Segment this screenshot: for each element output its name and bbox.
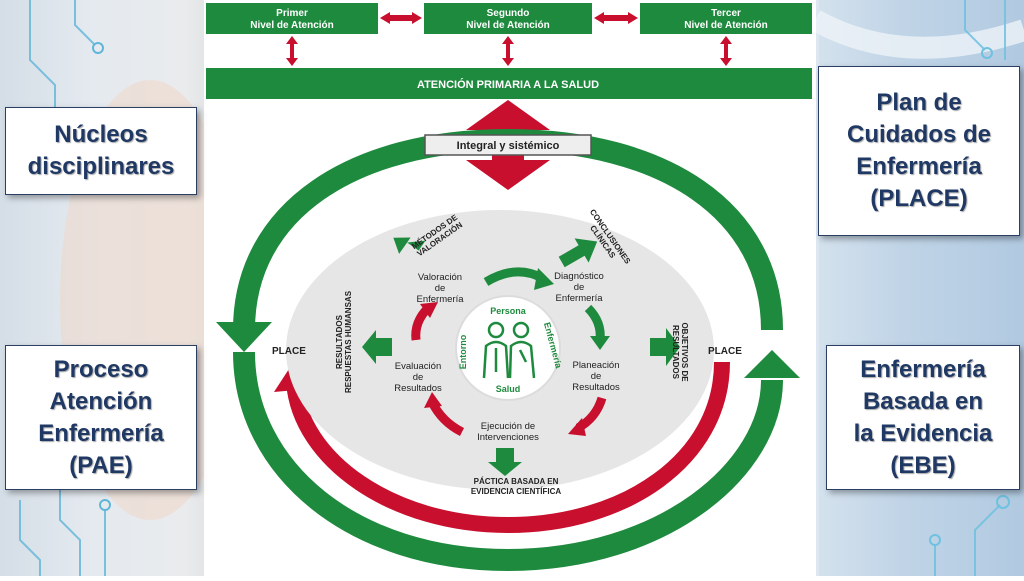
level-box-segundo: Segundo Nivel de Atención xyxy=(424,3,592,34)
label-resultados: RESULTADOS RESPUESTAS HUMANSAS xyxy=(335,290,353,393)
outer-green-arrowhead-right xyxy=(744,350,800,378)
center-persona: Persona xyxy=(490,306,527,316)
level-tercer-line1: Tercer xyxy=(711,8,741,19)
step-evaluacion-1: Evaluación xyxy=(395,361,441,372)
nurse-patient-icon xyxy=(482,321,536,379)
outer-green-cycle-bottom xyxy=(233,351,783,572)
cycle-arrowhead-5 xyxy=(420,302,438,318)
step-evaluacion-2: de xyxy=(413,372,424,383)
practica-line2: EVIDENCIA CIENTÍFICA xyxy=(471,487,562,496)
outer-green-arrowhead-left xyxy=(216,322,272,352)
step-diagnostico-2: de xyxy=(574,282,585,293)
callout-nucleos-disciplinares: Núcleos disciplinares xyxy=(5,107,197,195)
cycle-arrowhead-2 xyxy=(590,336,610,350)
level-primer-line1: Primer xyxy=(276,8,308,19)
cycle-arrowhead-3 xyxy=(568,418,586,436)
metaparadigm-center: Persona Salud Entorno Enfermería xyxy=(455,295,564,401)
callout-ebe: Enfermería Basada en la Evidencia (EBE) xyxy=(826,345,1020,490)
step-planeacion-3: Resultados xyxy=(572,382,620,393)
aps-label: ATENCIÓN PRIMARIA A LA SALUD xyxy=(417,78,599,91)
level-tercer-line2: Nivel de Atención xyxy=(684,20,768,31)
step-planeacion-1: Planeación xyxy=(572,360,619,371)
level-segundo-line1: Segundo xyxy=(487,8,530,19)
level-primer-line2: Nivel de Atención xyxy=(250,20,334,31)
resultados-line1: RESULTADOS xyxy=(335,314,344,369)
step-diagnostico-3: Enfermería xyxy=(556,293,604,304)
place-label-left: PLACE xyxy=(272,346,306,357)
level-box-primer: Primer Nivel de Atención xyxy=(206,3,378,34)
center-entorno: Entorno xyxy=(458,334,468,369)
step-valoracion-1: Valoración xyxy=(418,272,462,283)
inner-red-cycle xyxy=(286,361,730,534)
step-valoracion-2: de xyxy=(435,283,446,294)
step-evaluacion-3: Resultados xyxy=(394,383,442,394)
integral-label: Integral y sistémico xyxy=(457,140,560,152)
practica-line1: PÁCTICA BASADA EN xyxy=(474,477,559,486)
step-valoracion-3: Enfermería xyxy=(417,294,465,305)
outward-green-arrows xyxy=(362,237,680,476)
objetivos-line2: RESULTADOS xyxy=(671,325,680,380)
place-label-right: PLACE xyxy=(708,346,742,357)
diagram-panel: Primer Nivel de Atención Segundo Nivel d… xyxy=(204,0,816,576)
callout-pae: Proceso Atención Enfermería (PAE) xyxy=(5,345,197,490)
step-ejecucion-2: Intervenciones xyxy=(477,432,539,443)
label-objetivos: OBJETIVOS DE RESULTADOS xyxy=(671,322,689,382)
label-practica: PÁCTICA BASADA EN EVIDENCIA CIENTÍFICA xyxy=(471,477,562,496)
level-segundo-line2: Nivel de Atención xyxy=(466,20,550,31)
cycle-arrowhead-4 xyxy=(424,392,442,408)
resultados-line2: RESPUESTAS HUMANSAS xyxy=(344,290,353,393)
aps-bar: ATENCIÓN PRIMARIA A LA SALUD xyxy=(206,68,812,99)
level-link-arrows xyxy=(286,12,732,66)
care-model-diagram: Primer Nivel de Atención Segundo Nivel d… xyxy=(206,3,812,572)
objetivos-line1: OBJETIVOS DE xyxy=(680,322,689,382)
integral-label-box: Integral y sistémico xyxy=(424,134,592,156)
step-diagnostico-1: Diagnóstico xyxy=(554,271,604,282)
callout-place: Plan de Cuidados de Enfermería (PLACE) xyxy=(818,66,1020,236)
cycle-arrowhead-1 xyxy=(534,268,554,290)
center-salud: Salud xyxy=(496,384,521,394)
step-ejecucion-1: Ejecución de xyxy=(481,421,535,432)
step-planeacion-2: de xyxy=(591,371,602,382)
level-box-tercer: Tercer Nivel de Atención xyxy=(640,3,812,34)
